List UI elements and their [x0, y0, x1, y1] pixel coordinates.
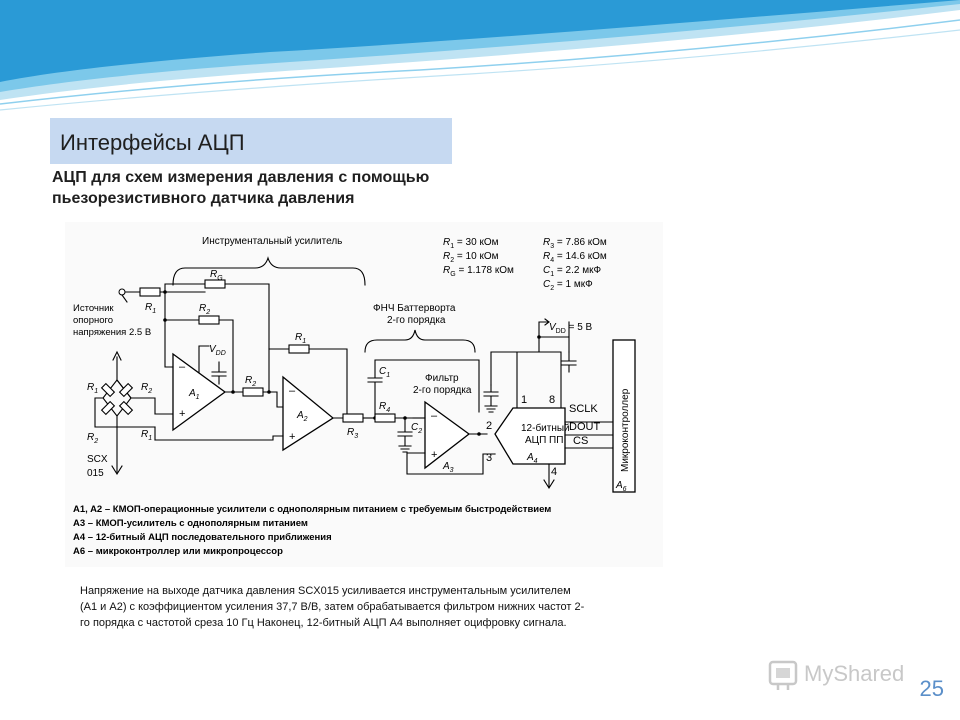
circuit-diagram-panel: .w { stroke:#000; stroke-width:1.1; fill… — [65, 222, 663, 567]
slide-title-bar: Интерфейсы АЦП — [50, 118, 452, 164]
svg-text:–: – — [179, 361, 186, 373]
a4-label: A4 — [526, 452, 538, 465]
svg-text:Фильтр: Фильтр — [425, 373, 459, 384]
adc-label-1: 12-битный — [521, 422, 570, 434]
instr-amp-label: Инструментальный усилитель — [202, 236, 342, 247]
slide-description: Напряжение на выходе датчика давления SC… — [80, 583, 698, 631]
op-amp-a3 — [424, 400, 471, 470]
filter-brace — [364, 329, 476, 353]
svg-text:R4 = 14.6 кОм: R4 = 14.6 кОм — [543, 251, 607, 264]
svg-text:опорного: опорного — [73, 315, 113, 326]
svg-text:+: + — [179, 408, 185, 420]
svg-text:C1 = 2.2 мкФ: C1 = 2.2 мкФ — [543, 265, 601, 278]
slide-title: Интерфейсы АЦП — [60, 130, 245, 155]
r1-input-label: R1 — [145, 302, 156, 315]
subtitle-line-2: пьезорезистивного датчика давления — [52, 190, 355, 207]
adc-pin-1: 1 — [521, 394, 527, 406]
instr-amp-brace — [172, 256, 366, 286]
resistor-r1-feedback-a2 — [288, 344, 310, 354]
r1-feedback-a2-label: R1 — [295, 332, 306, 345]
mcu-label: Микроконтроллер — [620, 388, 631, 472]
adc-pin-4: 4 — [551, 466, 557, 478]
a1-label: A1 — [188, 388, 200, 401]
page-number: 25 — [919, 676, 944, 701]
reference-terminal — [118, 288, 126, 296]
bridge-r2b-label: R2 — [87, 432, 98, 445]
vdd-a1-label: VDD — [209, 344, 226, 357]
bridge-sensor — [94, 350, 156, 476]
description-line-3: го порядка с частотой среза 10 Гц Наконе… — [80, 617, 567, 629]
svg-text:2-го порядка: 2-го порядка — [387, 315, 446, 326]
adc-label-2: АЦП ПП — [525, 435, 563, 446]
filter-block-label: Фильтр 2-го порядка — [413, 373, 472, 396]
pin-dout: DOUT — [569, 421, 600, 433]
svg-text:C2 = 1 мкФ: C2 = 1 мкФ — [543, 279, 593, 292]
svg-text:A4 – 12-битный АЦП последовате: A4 – 12-битный АЦП последовательного при… — [73, 532, 332, 543]
sensor-label-1: SCX — [87, 454, 108, 465]
svg-text:+: + — [289, 431, 295, 443]
svg-text:R3 = 7.86 кОм: R3 = 7.86 кОм — [543, 237, 607, 250]
adc-a4 — [494, 407, 566, 465]
subtitle-line-1: АЦП для схем измерения давления с помощь… — [52, 169, 430, 186]
svg-text:–: – — [289, 385, 296, 397]
reference-source-label: Источник опорного напряжения 2.5 В — [73, 303, 151, 338]
a3-label: A3 — [442, 461, 454, 474]
description-line-2: (A1 и A2) с коэффициентом усиления 37,7 … — [80, 601, 585, 613]
bridge-r1-label: R1 — [87, 382, 98, 395]
adc-pin-3: 3 — [486, 452, 492, 464]
a2-label: A2 — [296, 410, 308, 423]
c1-label: C1 — [379, 366, 390, 379]
c2-label: C2 — [411, 422, 422, 435]
svg-text:A3 – КМОП-усилитель с однополя: A3 – КМОП-усилитель с однополярным питан… — [73, 518, 308, 529]
pin-cs: CS — [573, 435, 588, 447]
resistor-r3 — [342, 413, 364, 423]
watermark-logo: MyShared — [768, 660, 904, 690]
svg-text:RG = 1.178 кОм: RG = 1.178 кОм — [443, 265, 514, 278]
adc-pin-8: 8 — [549, 394, 555, 406]
op-amp-a2 — [282, 375, 335, 452]
svg-text:A6 – микроконтроллер или микро: A6 – микроконтроллер или микропроцессор — [73, 546, 283, 557]
resistor-r2-a2 — [242, 387, 264, 397]
resistor-r4 — [374, 413, 396, 423]
r2-feedback-label: R2 — [199, 303, 210, 316]
svg-text:+: + — [431, 449, 437, 461]
r3-label: R3 — [347, 427, 358, 440]
resistor-r1-input — [139, 287, 161, 297]
diagram-legend: A1, A2 – КМОП-операционные усилители с о… — [73, 504, 551, 557]
sensor-label-2: 015 — [87, 468, 104, 479]
filter-brace-label: ФНЧ Баттерворта 2-го порядка — [373, 303, 456, 326]
bridge-r2-label: R2 — [141, 382, 152, 395]
microcontroller-a6 — [612, 339, 636, 493]
description-line-1: Напряжение на выходе датчика давления SC… — [80, 585, 571, 597]
svg-text:Источник: Источник — [73, 303, 114, 314]
header-wave-decoration — [0, 0, 960, 111]
watermark-text: MyShared — [804, 661, 904, 686]
svg-text:R1 = 30 кОм: R1 = 30 кОм — [443, 237, 499, 250]
a6-label: A6 — [615, 480, 627, 493]
slide-subtitle: АЦП для схем измерения давления с помощь… — [52, 167, 522, 209]
svg-text:напряжения 2.5 В: напряжения 2.5 В — [73, 327, 151, 338]
r2-a2-label: R2 — [245, 375, 256, 388]
svg-text:ФНЧ Баттерворта: ФНЧ Баттерворта — [373, 303, 456, 314]
circuit-diagram: .w { stroke:#000; stroke-width:1.1; fill… — [73, 236, 636, 557]
bridge-r1b-label: R1 — [141, 429, 152, 442]
adc-pin-2: 2 — [486, 420, 492, 432]
vdd-supply-label: VDD = 5 В — [549, 322, 593, 335]
svg-text:–: – — [431, 410, 438, 422]
svg-text:2-го порядка: 2-го порядка — [413, 385, 472, 396]
rg-label: RG — [210, 269, 223, 282]
svg-text:R2 = 10 кОм: R2 = 10 кОм — [443, 251, 499, 264]
r4-label: R4 — [379, 401, 390, 414]
pin-sclk: SCLK — [569, 403, 598, 415]
component-values: R1 = 30 кОм R2 = 10 кОм RG = 1.178 кОм R… — [443, 237, 607, 292]
resistor-r2-feedback — [198, 315, 220, 325]
svg-text:A1, A2 – КМОП-операционные уси: A1, A2 – КМОП-операционные усилители с о… — [73, 504, 551, 515]
